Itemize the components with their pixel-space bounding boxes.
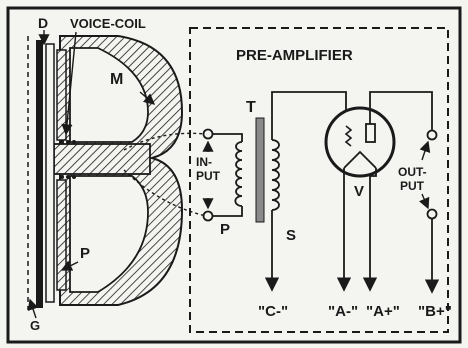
input-terminal-top	[202, 128, 214, 140]
label-a-plus: "A+"	[366, 303, 400, 320]
coil-turn-dots	[60, 140, 76, 179]
label-d: D	[38, 15, 48, 31]
label-output-2: PUT	[400, 179, 425, 193]
label-b-plus: "B+"	[418, 303, 452, 320]
pole-piece	[53, 143, 151, 175]
a-plus-line	[362, 168, 378, 292]
leader-g	[27, 298, 39, 319]
label-c-minus: "C-"	[258, 303, 288, 320]
grid-wire	[271, 91, 347, 140]
leader-m	[139, 91, 156, 105]
voice-coil-lower	[56, 179, 67, 291]
leader-voice-coil	[61, 31, 77, 136]
primary-wire-bottom	[212, 206, 243, 217]
label-m: M	[110, 71, 123, 88]
label-pre-amplifier: PRE-AMPLIFIER	[236, 47, 353, 64]
lower-cavity	[69, 175, 149, 293]
output-arrow-bottom	[418, 193, 430, 210]
voice-coil-upper	[56, 49, 67, 141]
label-g: G	[30, 318, 40, 333]
voice-coil-lead-upper	[123, 132, 207, 151]
label-v: V	[354, 183, 364, 200]
label-p-coil: P	[220, 221, 230, 238]
label-output-1: OUT-	[398, 165, 427, 179]
primary-coil	[234, 141, 243, 207]
voice-coil-lead-lower	[123, 169, 207, 217]
label-t: T	[246, 99, 256, 116]
transformer-core	[255, 117, 265, 223]
outer-frame	[6, 6, 462, 344]
tube-filament	[343, 150, 377, 169]
output-arrow-top	[419, 140, 431, 161]
label-a-minus: "A-"	[328, 303, 358, 320]
output-terminal-bottom	[426, 208, 438, 220]
vacuum-tube	[324, 106, 396, 178]
label-input-2: PUT	[196, 169, 221, 183]
label-p-magnet: P	[80, 245, 90, 262]
pre-amplifier-box	[189, 27, 449, 333]
diaphragm-support	[45, 43, 55, 303]
diaphragm	[36, 40, 43, 308]
upper-cavity	[69, 47, 149, 143]
tube-grid	[344, 125, 353, 147]
label-s: S	[286, 227, 296, 244]
output-terminal-top	[426, 129, 438, 141]
secondary-coil	[271, 139, 280, 211]
label-input-1: IN-	[196, 155, 212, 169]
plate-wire	[369, 91, 433, 130]
primary-wire-top	[212, 133, 243, 142]
input-terminal-bottom	[202, 210, 214, 222]
label-voice-coil: VOICE-COIL	[70, 16, 146, 31]
leader-p-magnet	[60, 260, 79, 271]
